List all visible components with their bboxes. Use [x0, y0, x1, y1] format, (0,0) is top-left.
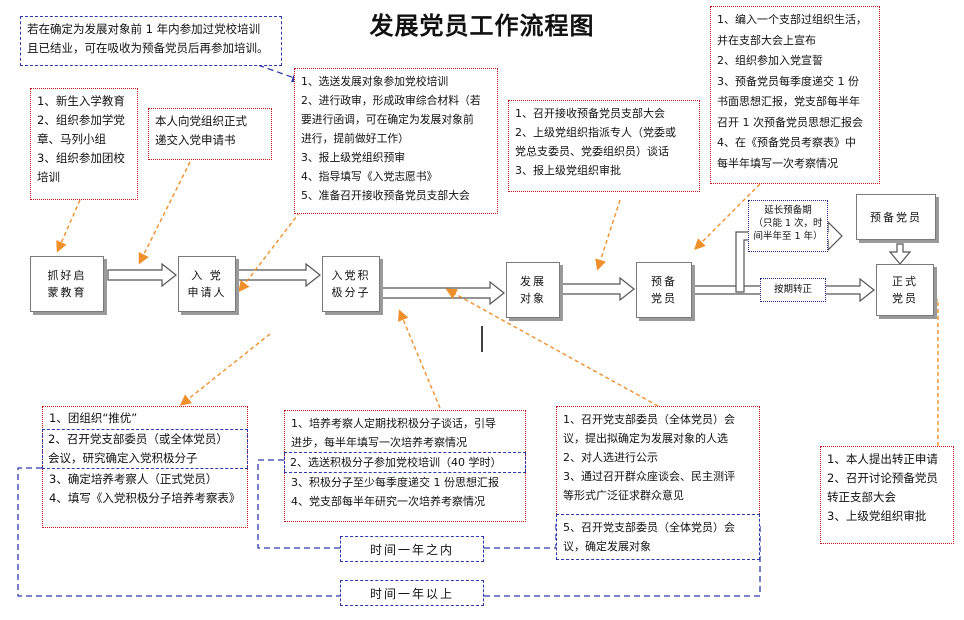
stage-development-target: 发展 对象: [506, 262, 560, 318]
note-line: 3、组织参加团校: [37, 151, 125, 165]
note-line: 进步，每半年填写一次培养考察情况: [291, 436, 467, 449]
stage-activist: 入党积 极分子: [322, 256, 380, 312]
note-line: 按期转正: [773, 284, 812, 295]
note-enlightenment: 1、新生入学教育 2、组织参加学党 章、马列小组 3、组织参加团校 培训: [30, 88, 138, 200]
note-line: 1、团组织“推优”: [49, 411, 138, 425]
note-line: 等形式广泛征求群众意见: [563, 489, 684, 502]
note-line: 要进行函调，可在确定为发展对象前: [301, 113, 474, 126]
blue-connectors: [17, 54, 761, 597]
note-line: 会议，研究确定入党积极分子: [48, 451, 198, 465]
stage-label: 预备党员: [870, 210, 922, 224]
note-line: 递交入党申请书: [155, 133, 236, 147]
note-line: 培训: [37, 170, 60, 184]
note-line: 2、召开党支部委员（或全体党员）: [48, 432, 228, 446]
note-line: 3、报上级党组织预审: [301, 151, 406, 164]
note-line: 议，提出拟确定为发展对象的人选: [563, 432, 728, 445]
note-extend-probation: 延长预备期 （只能 1 次，时 间半年至 1 年）: [748, 200, 828, 252]
stage-label: 预备 党员: [651, 275, 677, 305]
note-line: 本人向党组织正式: [155, 114, 247, 128]
stage-probation-box: 预备党员: [856, 194, 936, 240]
note-line: 4、在《预备党员考察表》中: [717, 136, 856, 149]
note-line: 1、本人提出转正申请: [827, 452, 938, 466]
stage-label: 正式 党员: [892, 275, 918, 305]
stage-probationary-member: 预备 党员: [636, 262, 692, 318]
stage-enlightenment: 抓好启 蒙教育: [30, 256, 104, 312]
note-line: 2、组织参加入党宣誓: [717, 54, 823, 67]
label-over-one-year: 时间一年以上: [340, 580, 484, 606]
note-line: 4、党支部每半年研究一次培养考察情况: [291, 495, 485, 508]
note-line: 3、上级党组织审批: [827, 509, 927, 523]
note-line: 1、选送发展对象参加党校培训: [301, 75, 449, 88]
note-line: 章、马列小组: [37, 132, 106, 146]
stage-label: 入党积 极分子: [331, 269, 371, 299]
note-full-conversion: 1、本人提出转正申请 2、召开讨论预备党员 转正支部大会 3、上级党组织审批: [820, 446, 954, 544]
note-line: 3、通过召开群众座谈会、民主测评: [563, 470, 735, 483]
note-on-time-conversion: 按期转正: [760, 278, 826, 302]
orange-connectors: [56, 161, 939, 446]
note-subgroup: 2、召开党支部委员（或全体党员） 会议，研究确定入党积极分子: [42, 429, 248, 469]
note-line: 3、报上级党组织审批: [515, 164, 621, 177]
note-line: 1、新生入学教育: [37, 94, 125, 108]
stage-full-member: 正式 党员: [876, 264, 934, 316]
note-line: 转正支部大会: [827, 490, 896, 504]
note-line: 5、召开党支部委员（全体党员）会: [563, 521, 735, 534]
note-line: 间半年至 1 年）: [753, 231, 823, 242]
note-line: 召开 1 次预备党员思想汇报会: [717, 115, 863, 129]
note-line: 2、选送积极分子参加党校培训（40 学时）: [284, 452, 526, 473]
note-line: 议，确定发展对象: [563, 540, 651, 553]
note-line: 2、对人选进行公示: [563, 451, 658, 464]
note-line: （只能 1 次，时: [753, 218, 823, 229]
note-line: 1、培养考察人定期找积极分子谈话，引导: [291, 417, 496, 430]
note-line: 党总支委员、党委组织员）谈话: [515, 145, 669, 158]
note-line: 且已结业，可在吸收为预备党员后再参加培训。: [27, 41, 269, 55]
note-line: 书面思想汇报，党支部每半年: [717, 95, 860, 108]
note-probationary-member: 1、编入一个支部过组织生活， 并在支部大会上宣布 2、组织参加入党宣誓 3、预备…: [710, 6, 880, 184]
note-line: 2、召开讨论预备党员: [827, 471, 938, 485]
stage-applicant: 入 党 申请人: [178, 256, 236, 312]
note-activist-selection: 1、团组织“推优” 2、召开党支部委员（或全体党员） 会议，研究确定入党积极分子…: [42, 406, 248, 528]
note-line: 5、准备召开接收预备党员支部大会: [301, 189, 470, 202]
stage-label: 抓好启 蒙教育: [47, 269, 87, 299]
note-activist-training: 1、培养考察人定期找积极分子谈话，引导 进步，每半年填写一次培养考察情况 2、选…: [284, 410, 526, 522]
note-application: 本人向党组织正式 递交入党申请书: [148, 108, 272, 160]
stage-label: 发展 对象: [520, 275, 546, 305]
note-line: 2、组织参加学党: [37, 113, 125, 127]
note-line: 2、进行政审，形成政审综合材料（若: [301, 94, 481, 107]
note-target-selection: 1、召开党支部委员（全体党员）会 议，提出拟确定为发展对象的人选 2、对人选进行…: [556, 406, 760, 516]
note-line: 进行，提前做好工作）: [301, 132, 409, 145]
note-line: 3、确定培养考察人（正式党员）: [49, 472, 218, 486]
note-line: 2、上级党组织指派专人（党委或: [515, 126, 676, 139]
stage-label: 入 党 申请人: [187, 269, 227, 299]
note-line: 1、召开接收预备党员支部大会: [515, 107, 665, 120]
note-line: 1、编入一个支部过组织生活，: [717, 13, 867, 26]
note-line: 3、积极分子至少每季度递交 1 份思想汇报: [291, 476, 499, 489]
note-probationary-admission: 1、召开接收预备党员支部大会 2、上级党组织指派专人（党委或 党总支委员、党委组…: [508, 100, 700, 192]
label-within-one-year: 时间一年之内: [340, 536, 484, 562]
note-line: 4、指导填写《入党志愿书》: [301, 170, 438, 183]
page-title: 发展党员工作流程图: [369, 11, 595, 40]
note-line: 并在支部大会上宣布: [717, 33, 816, 47]
note-development-target: 1、选送发展对象参加党校培训 2、进行政审，形成政审综合材料（若 要进行函调，可…: [294, 68, 498, 214]
note-line: 延长预备期: [764, 205, 812, 216]
note-line: 1、召开党支部委员（全体党员）会: [563, 413, 735, 426]
note-target-confirm: 5、召开党支部委员（全体党员）会 议，确定发展对象: [556, 514, 760, 560]
note-line: 每半年填写一次考察情况: [717, 156, 838, 170]
note-line: 3、预备党员每季度递交 1 份: [717, 74, 859, 88]
note-line: 4、填写《入党积极分子培养考察表》: [49, 491, 241, 505]
note-training-exemption: 若在确定为发展对象前 1 年内参加过党校培训 且已结业，可在吸收为预备党员后再参…: [20, 16, 282, 66]
note-line: 若在确定为发展对象前 1 年内参加过党校培训: [27, 22, 261, 36]
